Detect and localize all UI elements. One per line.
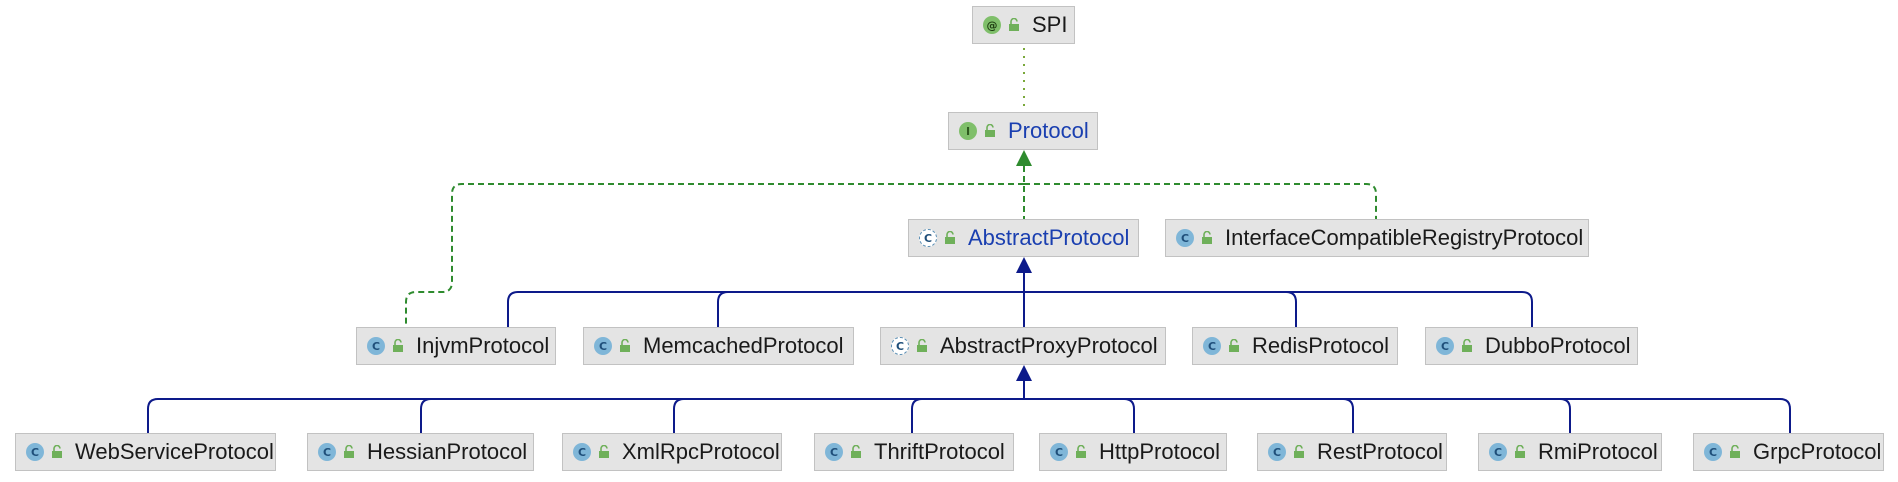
node-redis-protocol[interactable]: C RedisProtocol bbox=[1192, 327, 1398, 365]
node-rest-protocol-label: RestProtocol bbox=[1317, 439, 1443, 464]
node-injvm-protocol[interactable]: C InjvmProtocol bbox=[356, 327, 556, 365]
class-icon: C bbox=[318, 443, 336, 461]
abstract-class-icon: C bbox=[919, 229, 937, 247]
node-thrift-protocol[interactable]: C ThriftProtocol bbox=[814, 433, 1014, 471]
node-dubbo-protocol[interactable]: C DubboProtocol bbox=[1425, 327, 1638, 365]
interface-icon: I bbox=[959, 122, 977, 140]
node-thrift-protocol-label: ThriftProtocol bbox=[874, 439, 1005, 464]
edge-injvm-protocol bbox=[405, 183, 1024, 327]
class-icon: C bbox=[1436, 337, 1454, 355]
lock-icon bbox=[1201, 225, 1213, 251]
node-grpc-protocol-label: GrpcProtocol bbox=[1753, 439, 1882, 464]
class-icon: C bbox=[1489, 443, 1507, 461]
node-xmlrpc-protocol-label: XmlRpcProtocol bbox=[622, 439, 780, 464]
class-icon: C bbox=[1050, 443, 1068, 461]
class-icon: C bbox=[367, 337, 385, 355]
lock-icon bbox=[1729, 439, 1741, 465]
class-icon: C bbox=[1268, 443, 1286, 461]
node-abstract-protocol-label: AbstractProtocol bbox=[968, 225, 1130, 250]
lock-icon bbox=[916, 333, 928, 359]
edge-l4-0 bbox=[147, 398, 1024, 433]
lock-icon bbox=[944, 225, 956, 251]
edge-l3-3 bbox=[1024, 291, 1533, 327]
edge-l4-7 bbox=[1024, 398, 1791, 433]
node-redis-protocol-label: RedisProtocol bbox=[1252, 333, 1389, 358]
node-abstract-proxy-protocol-label: AbstractProxyProtocol bbox=[940, 333, 1158, 358]
annotation-icon: @ bbox=[983, 16, 1001, 34]
edge-l4-2 bbox=[673, 398, 1024, 433]
node-rmi-protocol[interactable]: C RmiProtocol bbox=[1478, 433, 1662, 471]
lock-icon bbox=[1228, 333, 1240, 359]
lock-icon bbox=[984, 118, 996, 144]
lock-icon bbox=[51, 439, 63, 465]
arrow-extends-abstractproxyprotocol bbox=[1016, 365, 1032, 381]
lock-icon bbox=[1075, 439, 1087, 465]
node-webservice-protocol[interactable]: C WebServiceProtocol bbox=[15, 433, 276, 471]
node-rmi-protocol-label: RmiProtocol bbox=[1538, 439, 1658, 464]
node-protocol[interactable]: I Protocol bbox=[948, 112, 1098, 150]
node-memcached-protocol[interactable]: C MemcachedProtocol bbox=[583, 327, 854, 365]
node-webservice-protocol-label: WebServiceProtocol bbox=[75, 439, 274, 464]
node-injvm-protocol-label: InjvmProtocol bbox=[416, 333, 550, 358]
node-hessian-protocol[interactable]: C HessianProtocol bbox=[307, 433, 534, 471]
node-memcached-protocol-label: MemcachedProtocol bbox=[643, 333, 844, 358]
lock-icon bbox=[1293, 439, 1305, 465]
node-interface-compatible-registry-protocol-label: InterfaceCompatibleRegistryProtocol bbox=[1225, 225, 1584, 250]
class-icon: C bbox=[1203, 337, 1221, 355]
arrow-extends-abstractprotocol bbox=[1016, 257, 1032, 273]
node-grpc-protocol[interactable]: C GrpcProtocol bbox=[1693, 433, 1884, 471]
class-icon: C bbox=[825, 443, 843, 461]
node-http-protocol[interactable]: C HttpProtocol bbox=[1039, 433, 1227, 471]
edge-l3-0 bbox=[507, 291, 1024, 327]
class-icon: C bbox=[573, 443, 591, 461]
edge-l4-4 bbox=[1024, 398, 1135, 433]
lock-icon bbox=[1008, 12, 1020, 38]
class-icon: C bbox=[1704, 443, 1722, 461]
lock-icon bbox=[1461, 333, 1473, 359]
node-abstract-proxy-protocol[interactable]: C AbstractProxyProtocol bbox=[880, 327, 1166, 365]
edge-l3-2 bbox=[1024, 291, 1297, 327]
class-icon: C bbox=[1176, 229, 1194, 247]
node-hessian-protocol-label: HessianProtocol bbox=[367, 439, 528, 464]
node-spi[interactable]: @ SPI bbox=[972, 6, 1075, 44]
lock-icon bbox=[850, 439, 862, 465]
arrow-implements-protocol bbox=[1016, 150, 1032, 166]
node-xmlrpc-protocol[interactable]: C XmlRpcProtocol bbox=[562, 433, 782, 471]
node-protocol-label: Protocol bbox=[1008, 118, 1089, 143]
node-rest-protocol[interactable]: C RestProtocol bbox=[1257, 433, 1447, 471]
lock-icon bbox=[598, 439, 610, 465]
node-interface-compatible-registry-protocol[interactable]: C InterfaceCompatibleRegistryProtocol bbox=[1165, 219, 1589, 257]
edge-l4-3 bbox=[911, 398, 1024, 433]
lock-icon bbox=[619, 333, 631, 359]
lock-icon bbox=[343, 439, 355, 465]
lock-icon bbox=[1514, 439, 1526, 465]
class-icon: C bbox=[594, 337, 612, 355]
edge-icrp-protocol bbox=[1024, 183, 1377, 219]
node-spi-label: SPI bbox=[1032, 12, 1068, 37]
node-http-protocol-label: HttpProtocol bbox=[1099, 439, 1221, 464]
abstract-class-icon: C bbox=[891, 337, 909, 355]
edge-l4-6 bbox=[1024, 398, 1571, 433]
edge-l4-1 bbox=[420, 398, 1024, 433]
node-abstract-protocol[interactable]: C AbstractProtocol bbox=[908, 219, 1139, 257]
edge-l3-1 bbox=[717, 291, 1024, 327]
edge-l4-5 bbox=[1024, 398, 1354, 433]
node-dubbo-protocol-label: DubboProtocol bbox=[1485, 333, 1631, 358]
class-icon: C bbox=[26, 443, 44, 461]
lock-icon bbox=[392, 333, 404, 359]
